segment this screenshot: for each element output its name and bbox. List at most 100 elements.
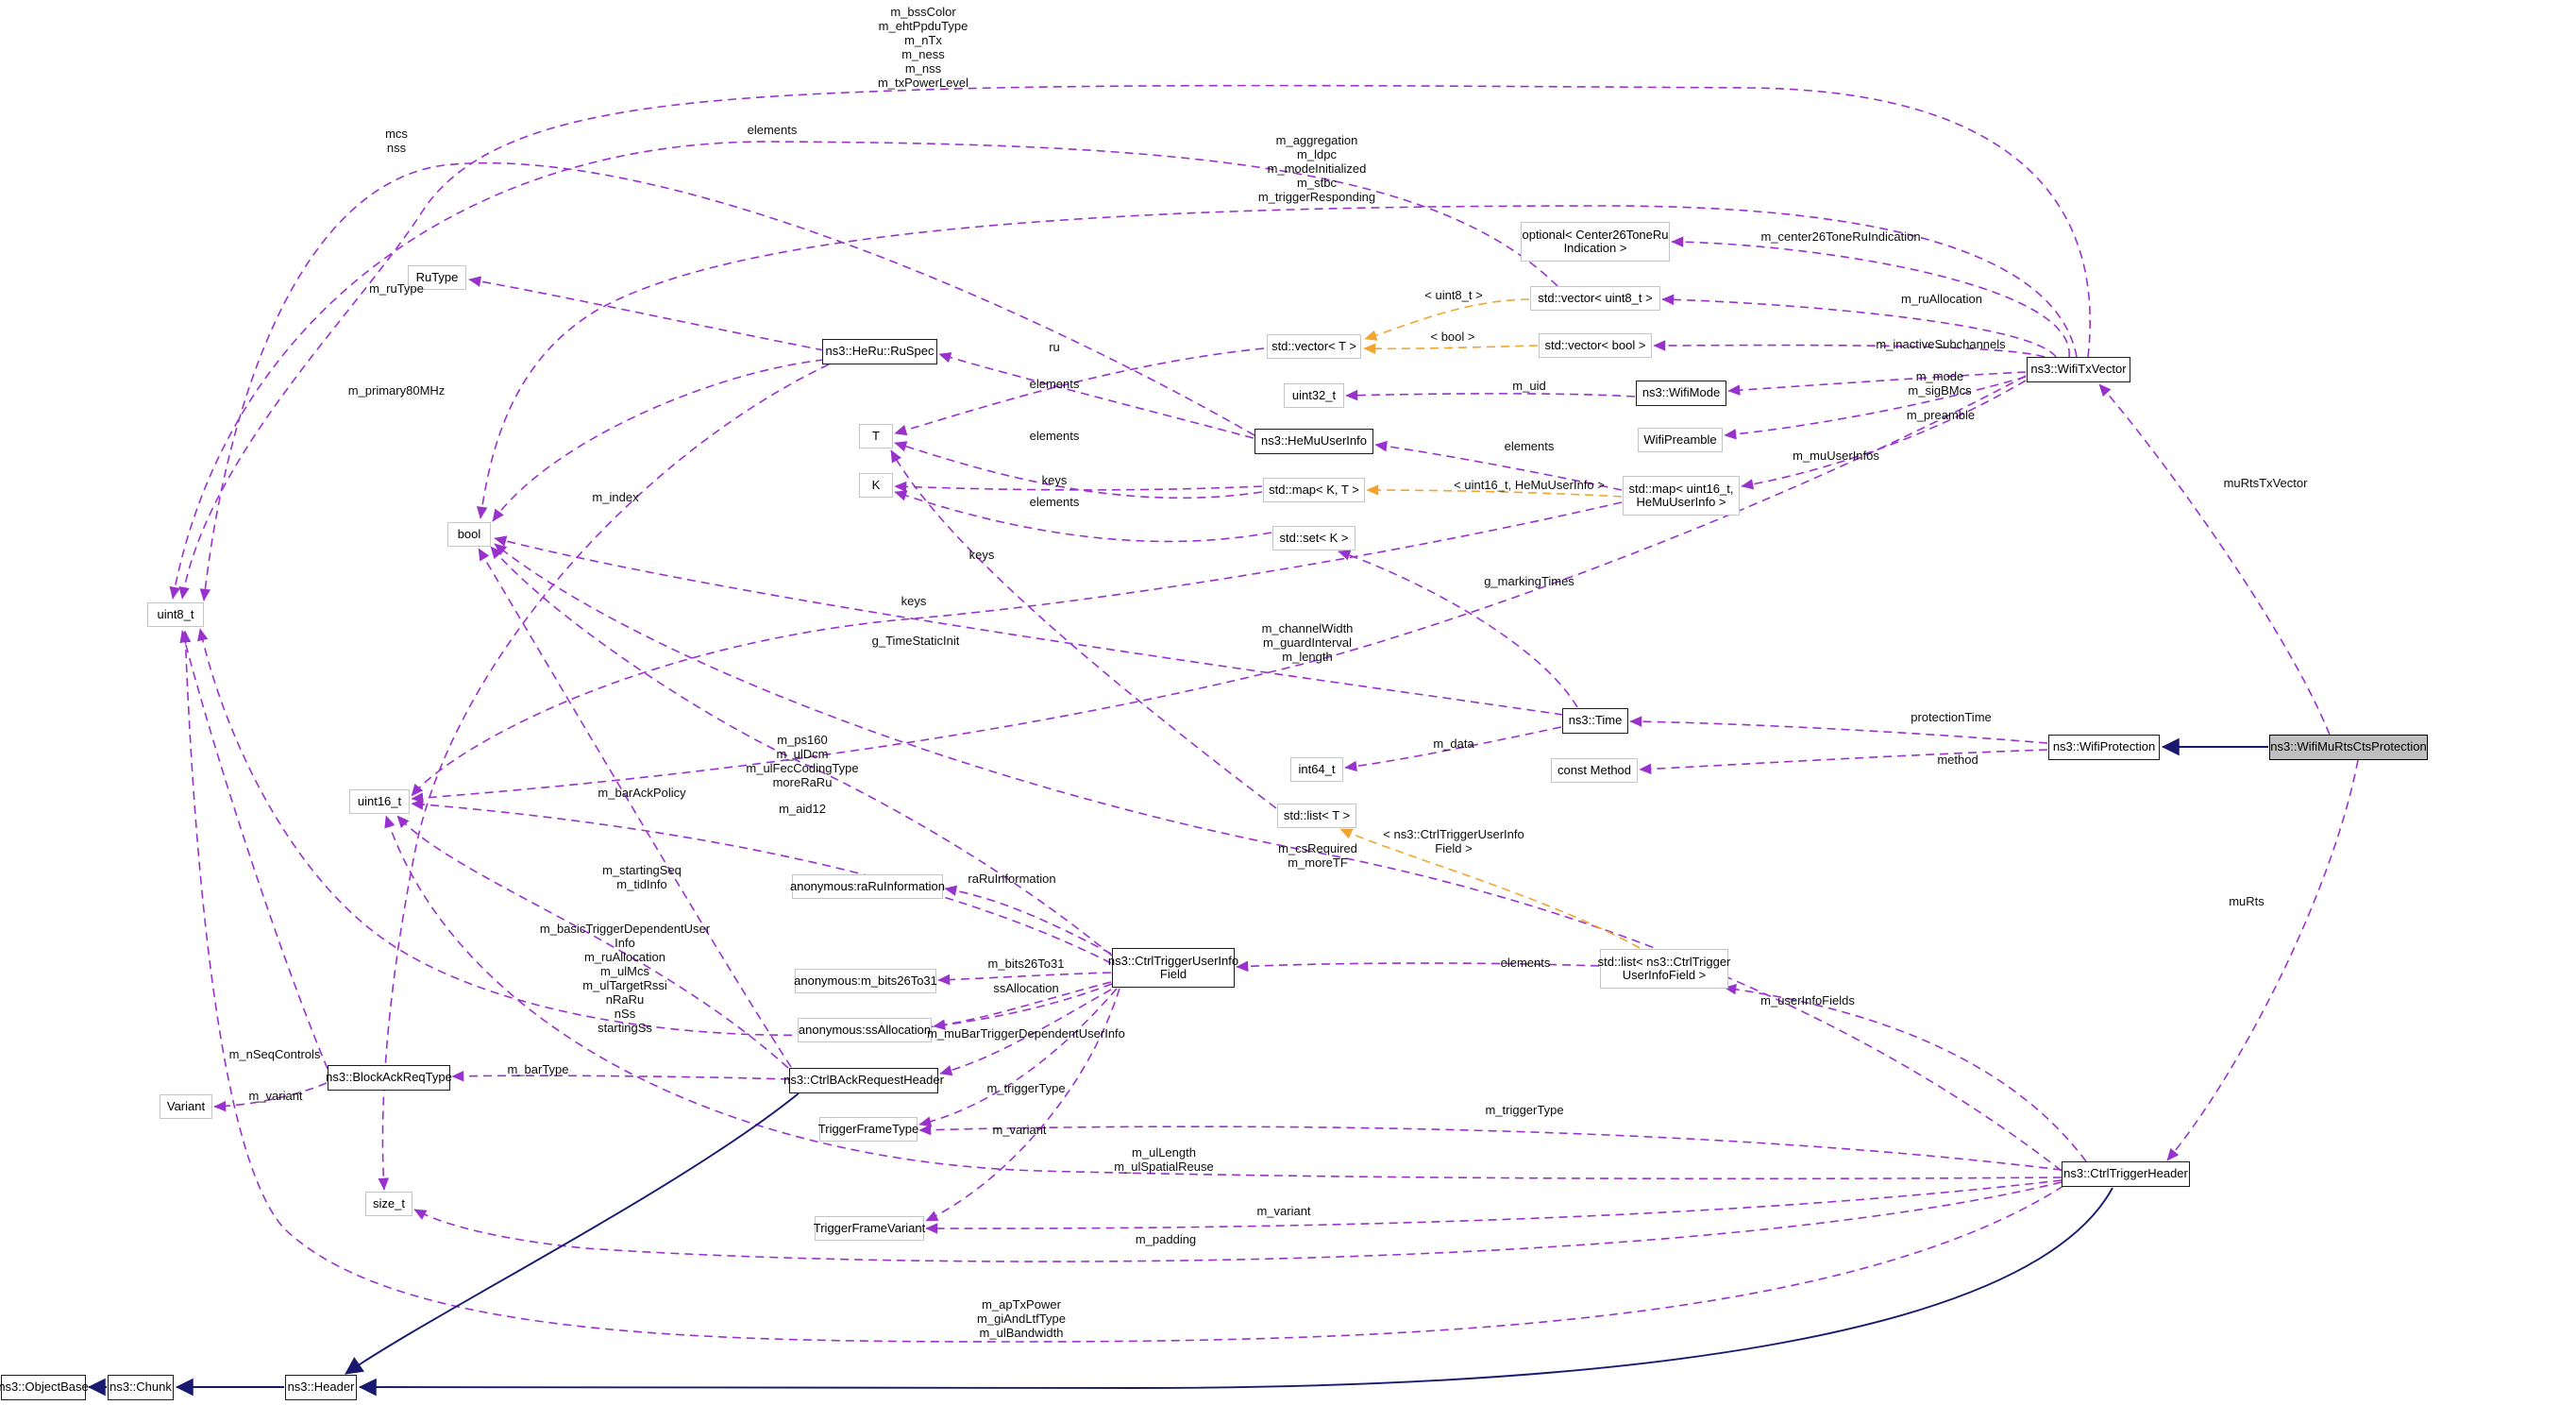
edge-label-9: m_inactiveSubchannels [1876, 337, 2006, 351]
node-bool[interactable]: bool [447, 522, 491, 547]
node-label: ns3::HeRu::RuSpec [825, 344, 934, 359]
node-wifimode[interactable]: ns3::WifiMode [1636, 381, 1726, 406]
edge-ctrltriggeruserinfofield-triggerframetype [918, 988, 1118, 1127]
node-chunk[interactable]: ns3::Chunk [108, 1375, 174, 1400]
edge-label-25: g_markingTimes [1484, 574, 1574, 588]
edge-label-29: protectionTime [1911, 710, 1992, 724]
edge-label-6: < uint8_t > [1424, 288, 1483, 302]
edge-label-22: elements [1029, 495, 1080, 509]
node-wifiprotection[interactable]: ns3::WifiProtection [2048, 735, 2160, 760]
node-label: K [871, 477, 881, 492]
edge-label-40: m_bits26To31 [987, 956, 1065, 971]
node-label: anonymous:raRuInformation [789, 878, 946, 893]
node-map-uint16-hemu[interactable]: std::map< uint16_t,HeMuUserInfo > [1623, 476, 1740, 516]
node-blockackreqtype[interactable]: ns3::BlockAckReqType [326, 1065, 452, 1091]
edge-map-k-t-t [894, 441, 1263, 499]
node-header[interactable]: ns3::Header [285, 1375, 357, 1400]
node-map-k-t[interactable]: std::map< K, T > [1263, 478, 1365, 502]
node-hemuuserinfo[interactable]: ns3::HeMuUserInfo [1254, 429, 1373, 454]
node-uint16-t[interactable]: uint16_t [349, 789, 410, 814]
edge-label-21: m_index [592, 490, 639, 504]
node-wifitxvector[interactable]: ns3::WifiTxVector [2027, 357, 2130, 382]
edge-map-k-t-k [894, 481, 1263, 493]
node-anon-bits26to31[interactable]: anonymous:m_bits26To31 [794, 969, 937, 993]
edge-label-8: < bool > [1430, 330, 1475, 344]
node-label: WifiPreamble [1643, 432, 1717, 447]
edge-ctrltriggerheader-triggerframevariant [925, 1179, 2062, 1234]
node-time[interactable]: ns3::Time [1562, 708, 1628, 734]
edge-ctrltriggeruserinfofield-uint16 [411, 799, 1112, 964]
node-const-method[interactable]: const Method [1551, 758, 1638, 783]
node-wifipreamble[interactable]: WifiPreamble [1638, 428, 1723, 452]
edge-label-28: g_TimeStaticInit [871, 634, 960, 648]
node-label: anonymous:m_bits26To31 [794, 973, 937, 988]
edge-heru-ruspec-rutype [468, 276, 825, 351]
node-wifimurtsctsprotection[interactable]: ns3::WifiMuRtsCtsProtection [2269, 735, 2428, 760]
node-uint32-t[interactable]: uint32_t [1284, 383, 1344, 408]
node-set-k[interactable]: std::set< K > [1272, 526, 1355, 550]
edge-list-t-t [890, 449, 1277, 809]
edge-wifitxvector-uint16 [411, 375, 2027, 804]
node-label: UserInfoField > [1622, 968, 1707, 982]
node-ctrltriggerheader[interactable]: ns3::CtrlTriggerHeader [2062, 1161, 2190, 1187]
node-label: TriggerFrameVariant [813, 1220, 926, 1235]
node-t[interactable]: T [859, 424, 893, 449]
node-k[interactable]: K [859, 473, 893, 498]
edge-vector-uint8-vector-t [1364, 298, 1530, 341]
edge-ctrltriggeruserinfofield-ssalloc [933, 981, 1112, 1030]
edge-label-18: m_muUserInfos [1793, 449, 1879, 463]
node-size-t[interactable]: size_t [365, 1192, 412, 1216]
node-vector-t[interactable]: std::vector< T > [1267, 334, 1361, 359]
node-heru-ruspec[interactable]: ns3::HeRu::RuSpec [822, 339, 937, 364]
node-label: ns3::CtrlBAckRequestHeader [783, 1073, 944, 1088]
node-ctrlbackrequestheader[interactable]: ns3::CtrlBAckRequestHeader [783, 1068, 944, 1093]
edge-blockackreqtype-uint8 [179, 630, 328, 1070]
edge-label-10: ru [1049, 340, 1060, 354]
edge-label-47: m_barType [507, 1062, 569, 1076]
node-anon-raruinformation[interactable]: anonymous:raRuInformation [789, 874, 946, 899]
node-label: std::map< K, T > [1269, 482, 1359, 497]
node-int64-t[interactable]: int64_t [1290, 757, 1343, 782]
node-label: int64_t [1298, 761, 1336, 776]
edge-ctrltriggerheader-uint8 [179, 630, 2064, 1343]
node-label: optional< Center26ToneRu [1522, 227, 1669, 242]
edge-label-5: m_ruType [369, 281, 424, 296]
edge-ctrlbackrequestheader-header [345, 1092, 800, 1375]
edge-murtsctsprotection-ctrltriggerheader [2166, 759, 2359, 1161]
node-label: std::set< K > [1279, 530, 1349, 545]
node-label: Field [1159, 967, 1187, 981]
edge-vector-t-t [894, 347, 1265, 436]
node-objectbase[interactable]: ns3::ObjectBase [0, 1375, 89, 1400]
node-triggerframetype[interactable]: TriggerFrameType [818, 1117, 918, 1142]
node-label: ns3::ObjectBase [0, 1380, 89, 1395]
node-variant[interactable]: Variant [160, 1094, 212, 1119]
node-label: uint8_t [157, 606, 194, 621]
edge-wifitxvector-vector-uint8 [1661, 294, 2057, 358]
node-label: ns3::BlockAckReqType [326, 1070, 452, 1085]
node-vector-uint8[interactable]: std::vector< uint8_t > [1530, 286, 1660, 311]
edge-label-54: m_padding [1135, 1232, 1197, 1246]
edge-ctrltriggerheader-list-ctrltrigger [1724, 984, 2087, 1162]
node-anon-ssallocation[interactable]: anonymous:ssAllocation [798, 1018, 932, 1042]
edge-label-49: m_variant [248, 1089, 303, 1103]
node-rutype[interactable]: RuType [408, 265, 466, 290]
node-uint8-t[interactable]: uint8_t [147, 602, 204, 627]
edge-label-24: keys [968, 548, 995, 562]
node-vector-bool[interactable]: std::vector< bool > [1539, 333, 1652, 358]
node-list-t[interactable]: std::list< T > [1277, 804, 1356, 828]
edge-label-15: m_preamble [1906, 408, 1976, 422]
node-triggerframevariant[interactable]: TriggerFrameVariant [813, 1216, 926, 1241]
